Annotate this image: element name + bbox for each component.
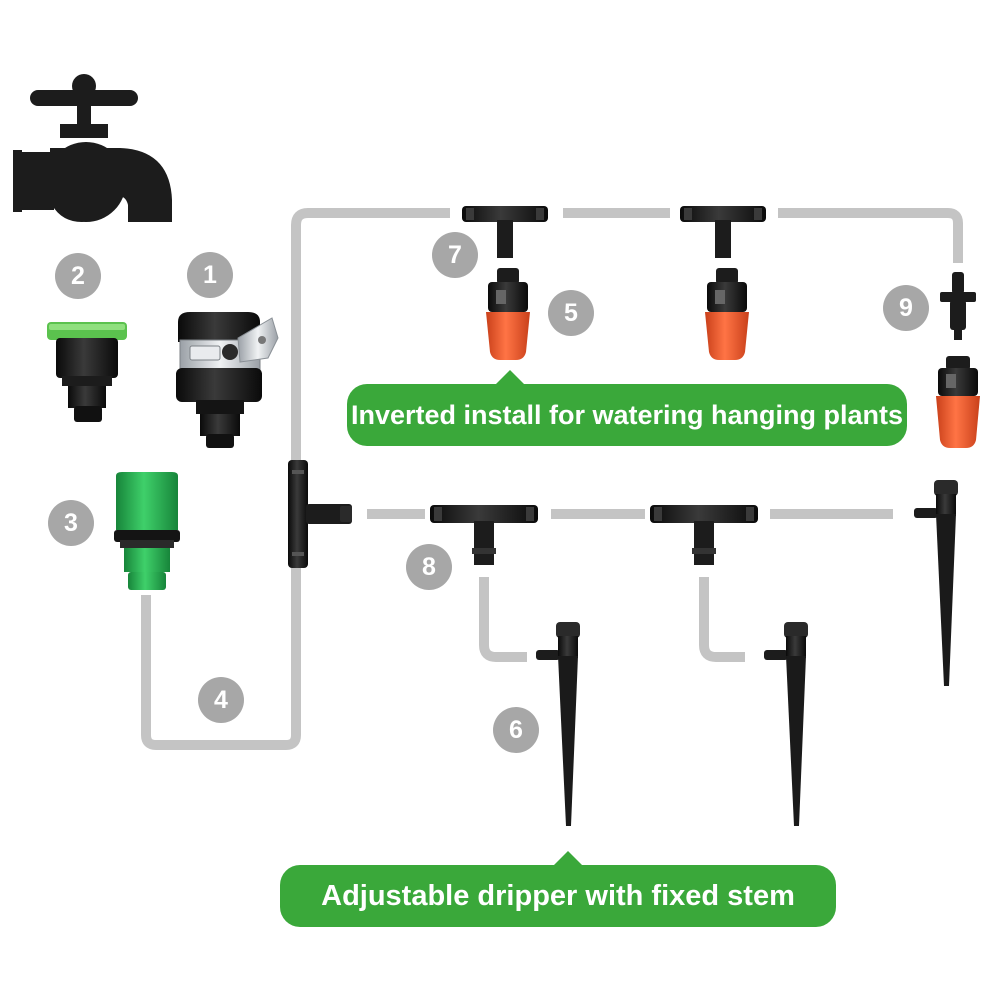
- badge-3: 3: [48, 500, 94, 546]
- barbed-coupler-icon: [940, 272, 976, 340]
- dripper-stake-icon-2: [764, 622, 808, 826]
- dripper-stake-icon-3: [914, 480, 958, 686]
- callout-inverted-install-text: Inverted install for watering hanging pl…: [350, 399, 904, 430]
- tap-clamp-connector-icon: [176, 312, 279, 448]
- badge-2: 2: [55, 253, 101, 299]
- callout-adjustable-dripper: Adjustable dripper with fixed stem: [280, 851, 836, 927]
- adjustable-dripper-icon-2: [705, 268, 749, 360]
- drop-tube-1: [479, 577, 527, 662]
- callout-pointer: [496, 370, 524, 384]
- riser-tube: [291, 208, 450, 467]
- callout-adjustable-dripper-text: Adjustable dripper with fixed stem: [321, 879, 795, 912]
- dripper-stake-icon-1: [536, 622, 580, 826]
- badge-6: 6: [493, 707, 539, 753]
- top-tee-1-icon: [462, 206, 548, 258]
- top-tube-segment-2: [778, 208, 963, 263]
- mid-tee-1-icon: [430, 505, 538, 565]
- callout-inverted-install: Inverted install for watering hanging pl…: [347, 370, 907, 446]
- badge-4: 4: [198, 677, 244, 723]
- top-tee-2-icon: [680, 206, 766, 258]
- mid-tee-2-icon: [650, 505, 758, 565]
- badge-7: 7: [432, 232, 478, 278]
- badge-5: 5: [548, 290, 594, 336]
- badge-1: 1: [187, 252, 233, 298]
- badge-8: 8: [406, 544, 452, 590]
- tap-adapter-icon: [47, 322, 127, 422]
- tubing: [141, 208, 963, 750]
- main-tee-connector-icon: [288, 460, 352, 568]
- badge-9: 9: [883, 285, 929, 331]
- hose-connector-icon: [114, 472, 180, 590]
- callout-pointer: [554, 851, 582, 865]
- main-hose-tube: [141, 560, 301, 750]
- adjustable-dripper-icon-1: [486, 268, 530, 360]
- adjustable-dripper-icon-3: [936, 356, 980, 448]
- drop-tube-2: [699, 577, 745, 662]
- faucet-icon: [13, 74, 172, 222]
